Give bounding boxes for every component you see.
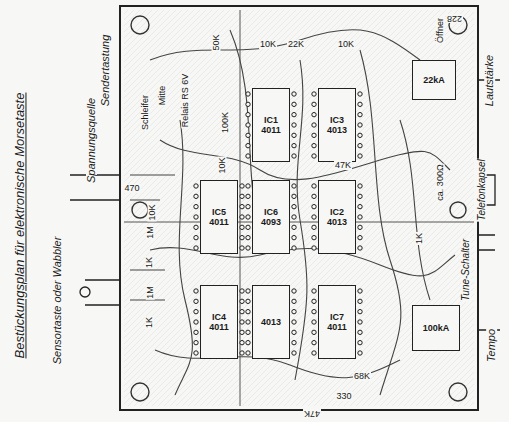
part-label: 10K bbox=[147, 203, 156, 221]
ic-package: IC44011 bbox=[200, 285, 238, 359]
part-label: 228 bbox=[446, 14, 463, 23]
component-label: 100kA bbox=[423, 323, 450, 333]
component-label: IC4 bbox=[212, 312, 226, 322]
part-label: 100K bbox=[222, 110, 231, 133]
part-label: 1K bbox=[145, 315, 154, 328]
ic-package: IC54011 bbox=[200, 180, 238, 254]
component-label: 4011 bbox=[209, 322, 229, 332]
part-label: Lautstärke bbox=[485, 53, 496, 106]
copper-traces bbox=[130, 30, 455, 395]
board-outline bbox=[120, 6, 478, 410]
component-label: IC2 bbox=[330, 207, 344, 217]
component-label: 4093 bbox=[261, 217, 281, 227]
component-label: 22kA bbox=[423, 75, 445, 85]
component-label: IC3 bbox=[330, 115, 344, 125]
part-label: 10K bbox=[217, 156, 226, 174]
part-label: 68K bbox=[353, 372, 371, 381]
part-label: 47K bbox=[334, 161, 352, 170]
part-label: 1M bbox=[145, 285, 154, 300]
component-label: 4013 bbox=[327, 217, 347, 227]
component-label: 4011 bbox=[327, 322, 347, 332]
part-label: 330 bbox=[335, 392, 352, 401]
part-label: Telefonkapsel bbox=[477, 158, 487, 221]
component-label: 4011 bbox=[209, 217, 229, 227]
board-texture bbox=[124, 10, 474, 406]
component-label: IC5 bbox=[212, 207, 226, 217]
part-label: Sensortaste oder Wabbler bbox=[53, 235, 64, 365]
mounting-holes bbox=[131, 16, 467, 401]
part-label: 10K bbox=[337, 40, 355, 49]
part-label: 50K bbox=[211, 33, 220, 51]
part-label: Tune-Schalter bbox=[461, 238, 471, 302]
part-label: Relais RS 6V bbox=[182, 72, 191, 128]
component-label: 4013 bbox=[261, 317, 281, 327]
part-label: Mitte bbox=[158, 84, 167, 106]
part-label: 22K bbox=[287, 40, 305, 49]
component-label: 4011 bbox=[261, 125, 281, 135]
ic-package: IC64093 bbox=[252, 180, 290, 254]
potentiometer-box: 22kA bbox=[412, 60, 456, 100]
part-label: Sendertastung bbox=[101, 33, 112, 107]
part-label: 1K bbox=[145, 255, 154, 268]
part-label: Schleifer bbox=[141, 93, 150, 130]
part-label: 1K bbox=[415, 231, 424, 244]
part-label: Tempo bbox=[486, 327, 497, 362]
ic-package: 4013 bbox=[252, 285, 290, 359]
ic-package: IC74011 bbox=[318, 285, 356, 359]
part-label: 470 bbox=[123, 184, 140, 193]
center-cross bbox=[124, 10, 474, 406]
part-label: Öffner bbox=[435, 17, 444, 44]
part-label: ca. 300Ω bbox=[435, 163, 444, 201]
component-label: IC6 bbox=[264, 207, 278, 217]
part-label: 1M bbox=[145, 225, 154, 240]
ic-package: IC34013 bbox=[318, 88, 356, 162]
part-label: 47K bbox=[303, 409, 321, 418]
ic-package: IC14011 bbox=[252, 88, 290, 162]
potentiometer-box: 100kA bbox=[412, 305, 460, 351]
ic-package: IC24013 bbox=[318, 180, 356, 254]
part-label: Spannungsquelle bbox=[87, 96, 98, 183]
component-label: 4013 bbox=[327, 125, 347, 135]
title: Bestückungsplan für elektronische Morset… bbox=[14, 91, 27, 359]
part-label: 10K bbox=[259, 40, 277, 49]
component-label: IC7 bbox=[330, 312, 344, 322]
component-label: IC1 bbox=[264, 115, 278, 125]
